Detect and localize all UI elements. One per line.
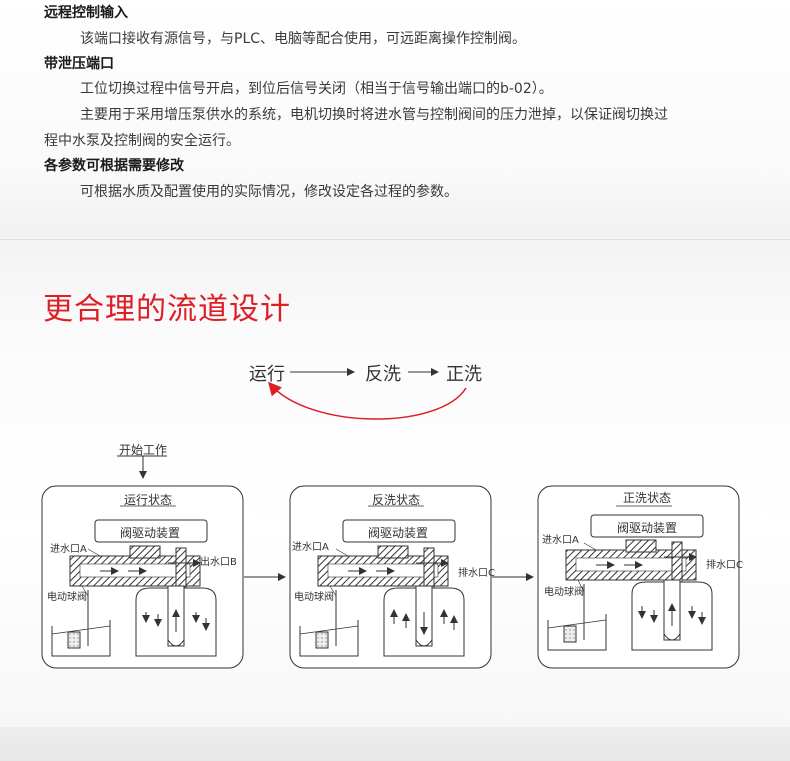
- panel-rinse-driver-label: 阀驱动装置: [617, 521, 678, 535]
- cycle-return-arc: [268, 381, 467, 420]
- panel-backwash-inlet-label: 进水口A: [292, 542, 329, 553]
- feature-description-section: 远程控制输入 该端口接收有源信号，与PLC、电脑等配合使用，可远距离操作控制阀。…: [0, 0, 790, 238]
- panel-run-driver-label: 阀驱动装置: [120, 526, 181, 540]
- cycle-backwash-label: 反洗: [365, 364, 401, 385]
- cycle-run-label: 运行: [249, 364, 285, 385]
- panel-rinse-inlet-label: 进水口A: [542, 535, 579, 546]
- panel-rinse-outlet-label: 排水口C: [706, 560, 743, 571]
- pressure-relief-text-1: 工位切换过程中信号开启，到位后信号关闭（相当于信号输出端口的b-02）。: [80, 81, 553, 97]
- panel-backwash-title: 反洗状态: [371, 493, 420, 507]
- pressure-relief-text-3: 程中水泵及控制阀的安全运行。: [44, 133, 240, 149]
- panel-run-title: 运行状态: [123, 493, 172, 507]
- panel-backwash-state: [289, 485, 492, 669]
- parameters-title: 各参数可根据需要修改: [44, 158, 184, 174]
- panel-rinse-title: 正洗状态: [622, 491, 671, 505]
- panel-backwash-outlet-label: 排水口C: [458, 568, 495, 579]
- panel-run-ball-valve-label: 电动球阀: [47, 592, 87, 603]
- panel-run-outlet-label: 出水口B: [200, 557, 237, 568]
- panel-run-state: [41, 485, 244, 669]
- start-work-label: 开始工作: [119, 443, 168, 457]
- section-divider: [0, 239, 790, 240]
- remote-control-text: 该端口接收有源信号，与PLC、电脑等配合使用，可远距离操作控制阀。: [80, 31, 527, 47]
- flow-design-heading: 更合理的流道设计: [43, 292, 291, 327]
- cycle-rinse-label: 正洗: [446, 364, 482, 385]
- panel-rinse-state: [537, 485, 740, 669]
- parameters-text: 可根据水质及配置使用的实际情况，修改设定各过程的参数。: [80, 184, 458, 200]
- panel-backwash-driver-label: 阀驱动装置: [368, 526, 429, 540]
- panel-run-inlet-label: 进水口A: [50, 544, 87, 555]
- pressure-relief-title: 带泄压端口: [44, 56, 114, 72]
- panel-rinse-ball-valve-label: 电动球阀: [544, 587, 584, 598]
- remote-control-title: 远程控制输入: [44, 5, 128, 21]
- pressure-relief-text-2: 主要用于采用增压泵供水的系统，电机切换时将进水管与控制阀间的压力泄掉，以保证阀切…: [80, 107, 668, 123]
- bottom-bar: [0, 727, 790, 761]
- panel-backwash-ball-valve-label: 电动球阀: [294, 592, 334, 603]
